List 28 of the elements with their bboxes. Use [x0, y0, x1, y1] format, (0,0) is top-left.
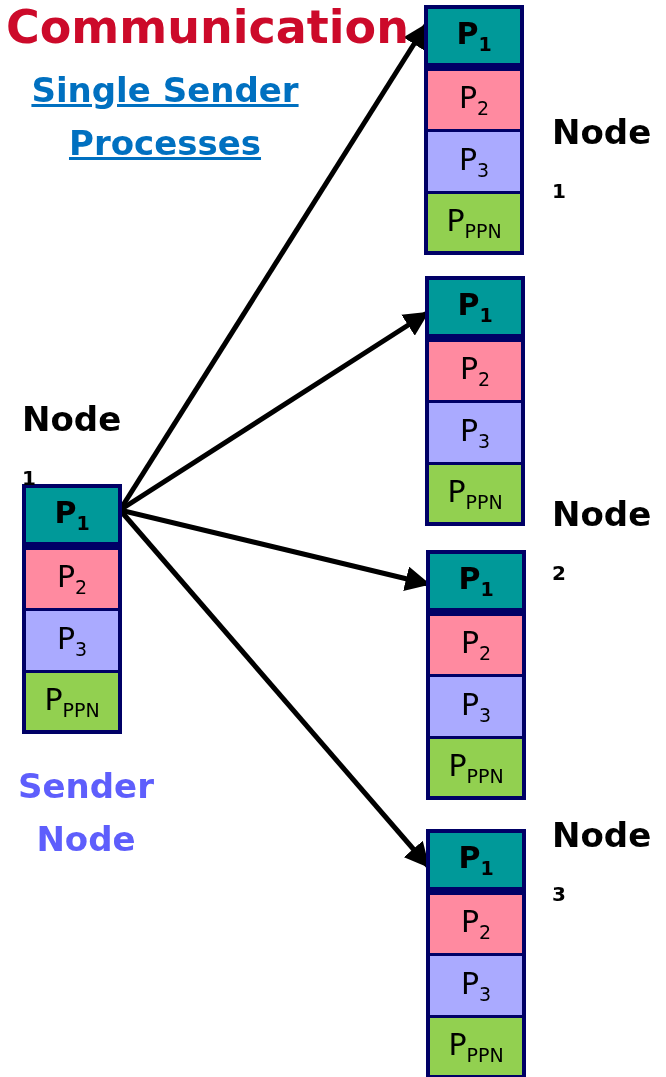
process-cell: P$_{3}$ [24, 609, 120, 672]
process-cell: P$_{PPN}$ [428, 1015, 524, 1077]
process-cell: P$_{2}$ [428, 892, 524, 955]
process-cell: P$_{3}$ [428, 675, 524, 738]
process-stack [428, 831, 524, 1077]
process-cell: P$_{2}$ [427, 339, 523, 402]
process-cell: P$_{1}$ [426, 7, 522, 70]
process-cell: P$_{1}$ [428, 552, 524, 615]
node-label: Sender Node [17, 765, 155, 861]
process-cell: P$_{PPN}$ [426, 191, 522, 253]
process-cell: P$_{2}$ [24, 547, 120, 610]
process-cell: P$_{3}$ [427, 401, 523, 464]
process-cell: P$_{2}$ [426, 68, 522, 131]
process-cell: P$_{PPN}$ [427, 462, 523, 524]
process-cell: P$_{2}$ [428, 613, 524, 676]
process-cell: P$_{1}$ [427, 278, 523, 341]
title: Communication [6, 0, 409, 54]
process-stack [428, 552, 524, 798]
process-cell: P$_{PPN}$ [428, 736, 524, 798]
process-stack [24, 486, 120, 732]
process-stack [426, 7, 522, 253]
process-cell: P$_{3}$ [426, 130, 522, 193]
process-cell: P$_{3}$ [428, 954, 524, 1017]
process-cell: P$_{1}$ [428, 831, 524, 894]
process-cell: P$_{1}$ [24, 486, 120, 549]
heading-link: Single Sender Processes [30, 69, 300, 165]
process-stack [427, 278, 523, 524]
process-cell: P$_{PPN}$ [24, 670, 120, 732]
